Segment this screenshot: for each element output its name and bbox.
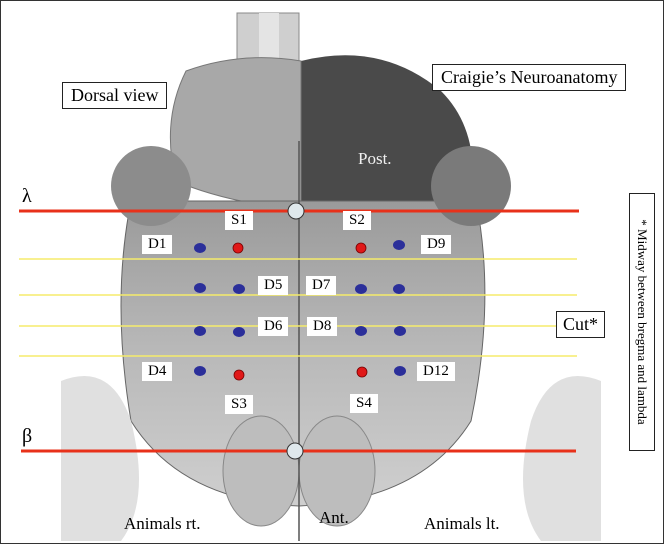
- electrode-d2: [194, 283, 206, 293]
- electrode-d11: [394, 326, 406, 336]
- tag-d1: D1: [142, 235, 172, 254]
- bregma-symbol: β: [22, 425, 32, 448]
- tag-d12: D12: [417, 362, 455, 381]
- electrode-d8: [355, 326, 367, 336]
- electrode-d3: [194, 326, 206, 336]
- tag-d5: D5: [258, 276, 288, 295]
- electrode-d10: [393, 284, 405, 294]
- tag-d7: D7: [306, 276, 336, 295]
- lambda-symbol: λ: [22, 185, 32, 208]
- electrode-d5: [233, 284, 245, 294]
- electrode-s1: [233, 243, 243, 253]
- right-side-label: Animals rt.: [124, 514, 201, 534]
- tag-d9: D9: [421, 235, 451, 254]
- footnote-text: * Midway between bregma and lambda: [634, 219, 650, 424]
- cut-label: Cut*: [556, 311, 605, 338]
- electrode-d6: [233, 327, 245, 337]
- bregma-point: [287, 443, 303, 459]
- electrode-s3: [234, 370, 244, 380]
- electrode-d1: [194, 243, 206, 253]
- tag-s3: S3: [225, 395, 253, 414]
- electrode-d4: [194, 366, 206, 376]
- anterior-label: Ant.: [319, 508, 349, 528]
- electrode-d12: [394, 366, 406, 376]
- footnote-box: * Midway between bregma and lambda: [629, 193, 655, 451]
- electrode-s4: [357, 367, 367, 377]
- electrode-d7: [355, 284, 367, 294]
- tag-d6: D6: [258, 317, 288, 336]
- electrode-d9: [393, 240, 405, 250]
- tag-s1: S1: [225, 211, 253, 230]
- left-side-label: Animals lt.: [424, 514, 500, 534]
- tag-s2: S2: [343, 211, 371, 230]
- electrode-s2: [356, 243, 366, 253]
- lambda-point: [288, 203, 304, 219]
- tag-d4: D4: [142, 362, 172, 381]
- tag-s4: S4: [350, 394, 378, 413]
- tag-d8: D8: [307, 317, 337, 336]
- view-label: Dorsal view: [62, 82, 167, 109]
- source-label: Craigie’s Neuroanatomy: [432, 64, 626, 91]
- posterior-label: Post.: [358, 149, 392, 169]
